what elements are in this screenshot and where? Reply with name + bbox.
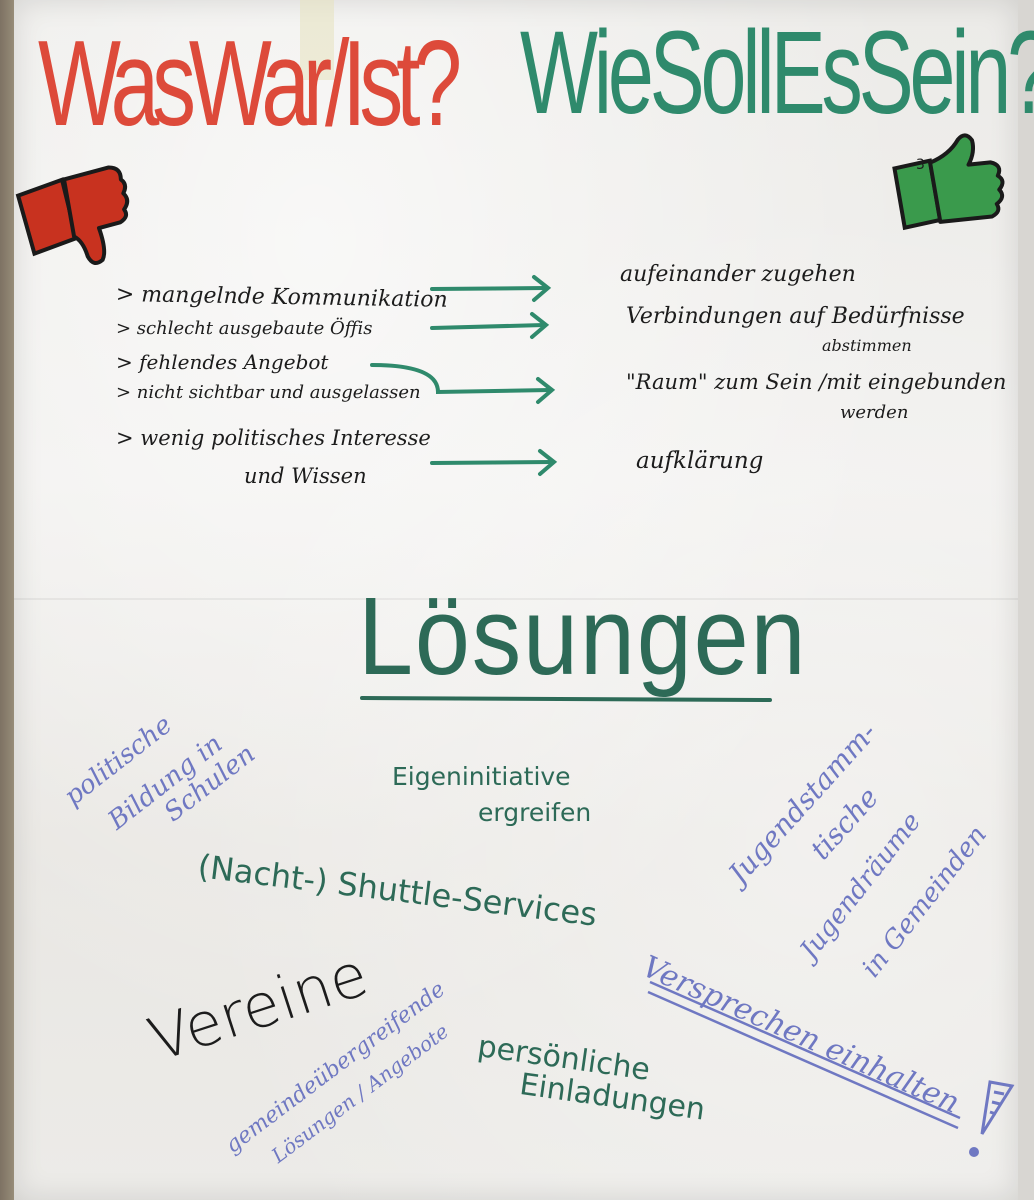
solutions-underline [360, 696, 772, 702]
right-item-3: abstimmen [822, 336, 912, 355]
left-item-2: > schlecht ausgebaute Öffis [116, 318, 373, 339]
right-item-1: aufeinander zugehen [620, 262, 856, 287]
thumbs-up-icon [892, 133, 1005, 231]
left-item-1: > mangelnde Kommunikation [115, 282, 448, 313]
solution-eigeninitiative-line-1: Eigeninitiative [392, 762, 571, 791]
flipchart-paper [14, 0, 1018, 1200]
solution-eigeninitiative-line-2: ergreifen [478, 798, 592, 827]
thumb-number: 3 [916, 157, 925, 173]
thumbs-down-icon [15, 165, 130, 266]
right-item-2: Verbindungen auf Bedürfnisse [626, 304, 965, 329]
exclamation-dot [969, 1147, 979, 1157]
arrow-1 [430, 275, 552, 302]
arrow-4 [430, 449, 558, 476]
tape-strip [300, 0, 334, 80]
right-item-6: aufklärung [636, 448, 764, 474]
heading-wie-soll-es-sein: WieSollEsSein? [520, 7, 1034, 139]
left-item-5: > wenig politisches Interesse [116, 426, 431, 450]
right-item-4: "Raum" zum Sein /mit eingebunden [626, 370, 1007, 394]
solutions-title: Lösungen [358, 575, 808, 698]
versprechen-underline [647, 980, 961, 1130]
heading-was-war-ist: WasWar/Ist? [38, 15, 462, 151]
left-item-3: > fehlendes Angebot [116, 350, 329, 374]
left-item-6: und Wissen [244, 464, 367, 488]
exclamation-mark [980, 1080, 1015, 1135]
right-item-5: werden [840, 402, 909, 423]
paper-fold [14, 598, 1018, 600]
arrow-3 [370, 363, 556, 404]
arrow-2 [430, 312, 550, 339]
left-item-4: > nicht sichtbar und ausgelassen [116, 382, 421, 403]
